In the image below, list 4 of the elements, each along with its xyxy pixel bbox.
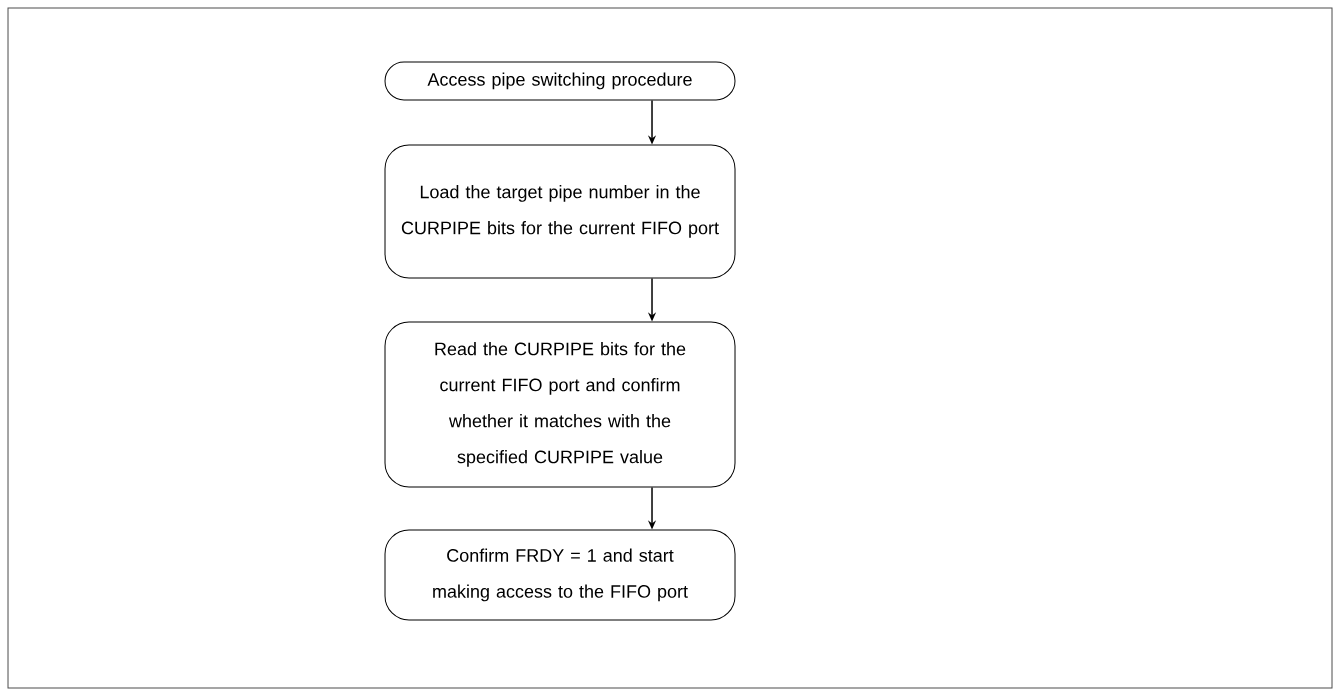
process-box: Load the target pipe number in the CURPIPE bits for the current FIFO port: [384, 144, 736, 279]
process-box: Read the CURPIPE bits for the current FIFO port and confirm whether it matches with the specified CURPIPE value: [384, 321, 736, 488]
process-box: Access pipe switching procedure: [384, 61, 736, 101]
process-box: Confirm FRDY = 1 and start making access to the FIFO port: [384, 529, 736, 621]
